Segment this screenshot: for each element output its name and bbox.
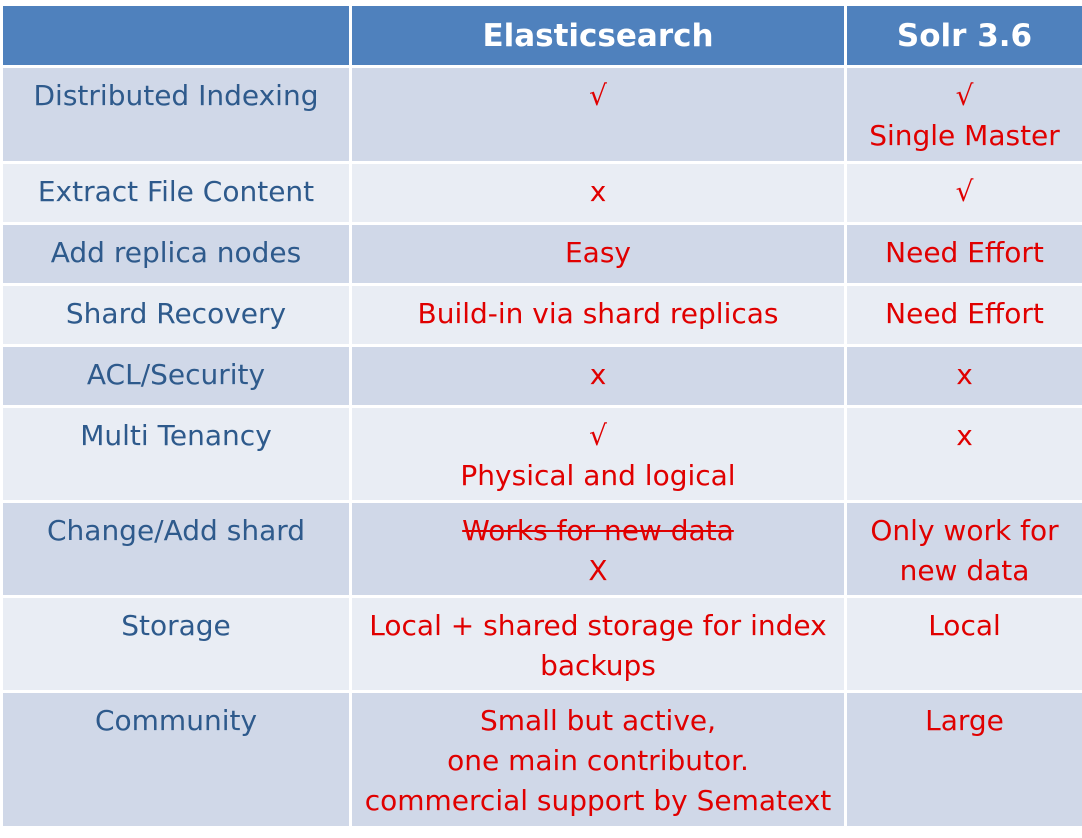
- es-value-line: x: [589, 175, 607, 208]
- solr-value-line: Need Effort: [885, 297, 1044, 330]
- feature-change-add-shard: Change/Add shard: [0, 500, 352, 598]
- solr-value-line: new data: [899, 554, 1030, 587]
- feature-multi-tenancy: Multi Tenancy: [0, 405, 352, 503]
- es-change-add-shard: Works for new data X: [349, 500, 847, 598]
- feature-add-replica-nodes: Add replica nodes: [0, 222, 352, 286]
- feature-shard-recovery: Shard Recovery: [0, 283, 352, 347]
- es-acl-security: x: [349, 344, 847, 408]
- solr-shard-recovery: Need Effort: [844, 283, 1082, 347]
- es-value-line: commercial support by Sematext: [364, 784, 832, 817]
- table-row: Shard Recovery Build-in via shard replic…: [0, 283, 1082, 347]
- es-add-replica-nodes: Easy: [349, 222, 847, 286]
- comparison-table: Elasticsearch Solr 3.6 Distributed Index…: [0, 3, 1082, 829]
- es-extract-file-content: x: [349, 161, 847, 225]
- solr-community: Large: [844, 690, 1082, 829]
- table-row: Distributed Indexing √ √ Single Master: [0, 65, 1082, 164]
- solr-change-add-shard: Only work for new data: [844, 500, 1082, 598]
- solr-distributed-indexing: √ Single Master: [844, 65, 1082, 164]
- solr-value-line: √: [955, 175, 974, 208]
- es-value-line: √: [589, 419, 607, 452]
- table-row: Community Small but active, one main con…: [0, 690, 1082, 829]
- header-solr: Solr 3.6: [844, 3, 1082, 68]
- solr-value-line: Large: [925, 704, 1004, 737]
- solr-value-line: √: [955, 79, 974, 112]
- solr-add-replica-nodes: Need Effort: [844, 222, 1082, 286]
- es-value-line: √: [589, 79, 607, 112]
- solr-acl-security: x: [844, 344, 1082, 408]
- es-shard-recovery: Build-in via shard replicas: [349, 283, 847, 347]
- solr-multi-tenancy: x: [844, 405, 1082, 503]
- header-elasticsearch: Elasticsearch: [349, 3, 847, 68]
- feature-acl-security: ACL/Security: [0, 344, 352, 408]
- solr-value-line: x: [956, 419, 973, 452]
- solr-value-line: Single Master: [869, 119, 1060, 152]
- table-row: Storage Local + shared storage for index…: [0, 595, 1082, 693]
- feature-distributed-indexing: Distributed Indexing: [0, 65, 352, 164]
- es-value-line: Small but active,: [479, 704, 717, 737]
- es-multi-tenancy: √ Physical and logical: [349, 405, 847, 503]
- table-row: ACL/Security x x: [0, 344, 1082, 408]
- es-struck-value-line: Works for new data: [462, 514, 734, 547]
- table-row: Extract File Content x √: [0, 161, 1082, 225]
- feature-extract-file-content: Extract File Content: [0, 161, 352, 225]
- table-row: Change/Add shard Works for new data X On…: [0, 500, 1082, 598]
- es-value-line: X: [588, 554, 608, 587]
- header-feature: [0, 3, 352, 68]
- es-value-line: one main contributor.: [447, 744, 749, 777]
- es-value-line: x: [589, 358, 607, 391]
- feature-storage: Storage: [0, 595, 352, 693]
- es-value-line: backups: [540, 649, 656, 682]
- es-value-line: Build-in via shard replicas: [417, 297, 779, 330]
- es-value-line: Local + shared storage for index: [369, 609, 827, 642]
- solr-extract-file-content: √: [844, 161, 1082, 225]
- solr-value-line: Need Effort: [885, 236, 1044, 269]
- es-storage: Local + shared storage for index backups: [349, 595, 847, 693]
- es-value-line: Physical and logical: [460, 459, 736, 492]
- header-row: Elasticsearch Solr 3.6: [0, 3, 1082, 68]
- feature-community: Community: [0, 690, 352, 829]
- es-value-line: Easy: [564, 236, 631, 269]
- solr-value-line: x: [956, 358, 973, 391]
- es-community: Small but active, one main contributor. …: [349, 690, 847, 829]
- solr-value-line: Only work for: [870, 514, 1059, 547]
- es-distributed-indexing: √: [349, 65, 847, 164]
- solr-storage: Local: [844, 595, 1082, 693]
- table-row: Add replica nodes Easy Need Effort: [0, 222, 1082, 286]
- table-row: Multi Tenancy √ Physical and logical x: [0, 405, 1082, 503]
- solr-value-line: Local: [928, 609, 1001, 642]
